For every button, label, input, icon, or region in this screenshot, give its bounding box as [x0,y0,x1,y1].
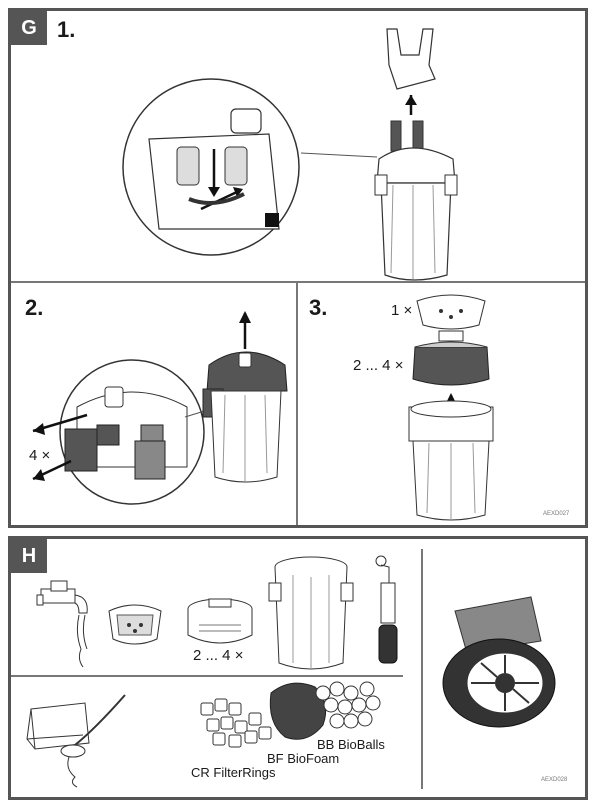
lid-illustration [108,604,162,645]
label-bioballs: BB BioBalls [317,737,385,752]
step-3-number: 3. [309,295,328,320]
label-biofoam: BF BioFoam [267,751,340,766]
label-1x-lid: 1 × [391,302,413,319]
step1-detail-illustration [122,78,300,256]
prefilter-illustration [375,555,398,664]
step-1-number: 1. [57,17,76,42]
divider-horizontal [11,281,585,283]
panel-g-letter: G [11,11,47,45]
label-2to4x-baskets-h: 2 ... 4 × [193,647,244,664]
empty-canister-illustration [268,556,354,670]
step-2-number: 2. [25,295,44,320]
panel-g: G 1. 2. 3. 4 × 1 × 2 ... 4 × AEXD027 [8,8,588,528]
filter-media-illustration [200,681,381,748]
step2-detail-illustration [32,359,205,505]
step3-parts-illustration [408,294,494,521]
bucket-rinse-illustration [26,694,126,788]
leader-line-step1 [300,152,378,158]
divider-vertical [296,281,298,525]
divider-vertical-h [421,549,423,789]
step1-canister-illustration [374,28,458,281]
panel-h-letter: H [11,539,47,573]
panel-h: H 2 ... 4 × BB BioBalls BF BioFoam CR Fi… [8,536,588,800]
step2-canister-illustration [202,311,288,483]
tap-water-illustration [36,580,88,668]
drawing-code-h: AEXD028 [541,777,568,783]
basket-illustration [187,598,253,644]
drawing-code: AEXD027 [543,511,570,517]
label-4x-clips: 4 × [29,447,51,464]
divider-horizontal-h [11,675,403,677]
label-filterrings: CR FilterRings [191,765,276,780]
label-2to4x-baskets: 2 ... 4 × [353,357,404,374]
impeller-cover-illustration [442,596,556,728]
